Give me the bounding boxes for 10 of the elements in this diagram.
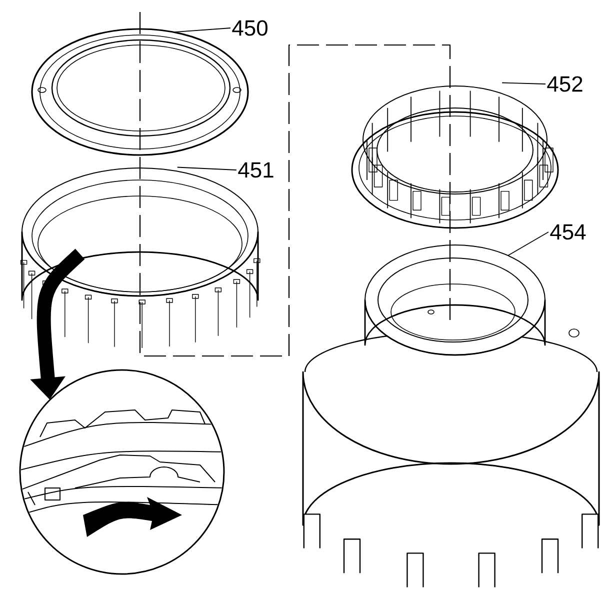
callout-number: 451 bbox=[238, 162, 274, 178]
housing-drawing bbox=[302, 244, 600, 588]
leader-line bbox=[176, 166, 237, 170]
callout-number: 454 bbox=[550, 224, 586, 240]
leader-line bbox=[174, 28, 231, 33]
leader-line bbox=[508, 232, 549, 256]
callout-number: 452 bbox=[547, 76, 582, 92]
leader-line bbox=[502, 82, 546, 84]
detail-view-drawing bbox=[19, 369, 225, 575]
callout-number: 450 bbox=[232, 20, 268, 36]
